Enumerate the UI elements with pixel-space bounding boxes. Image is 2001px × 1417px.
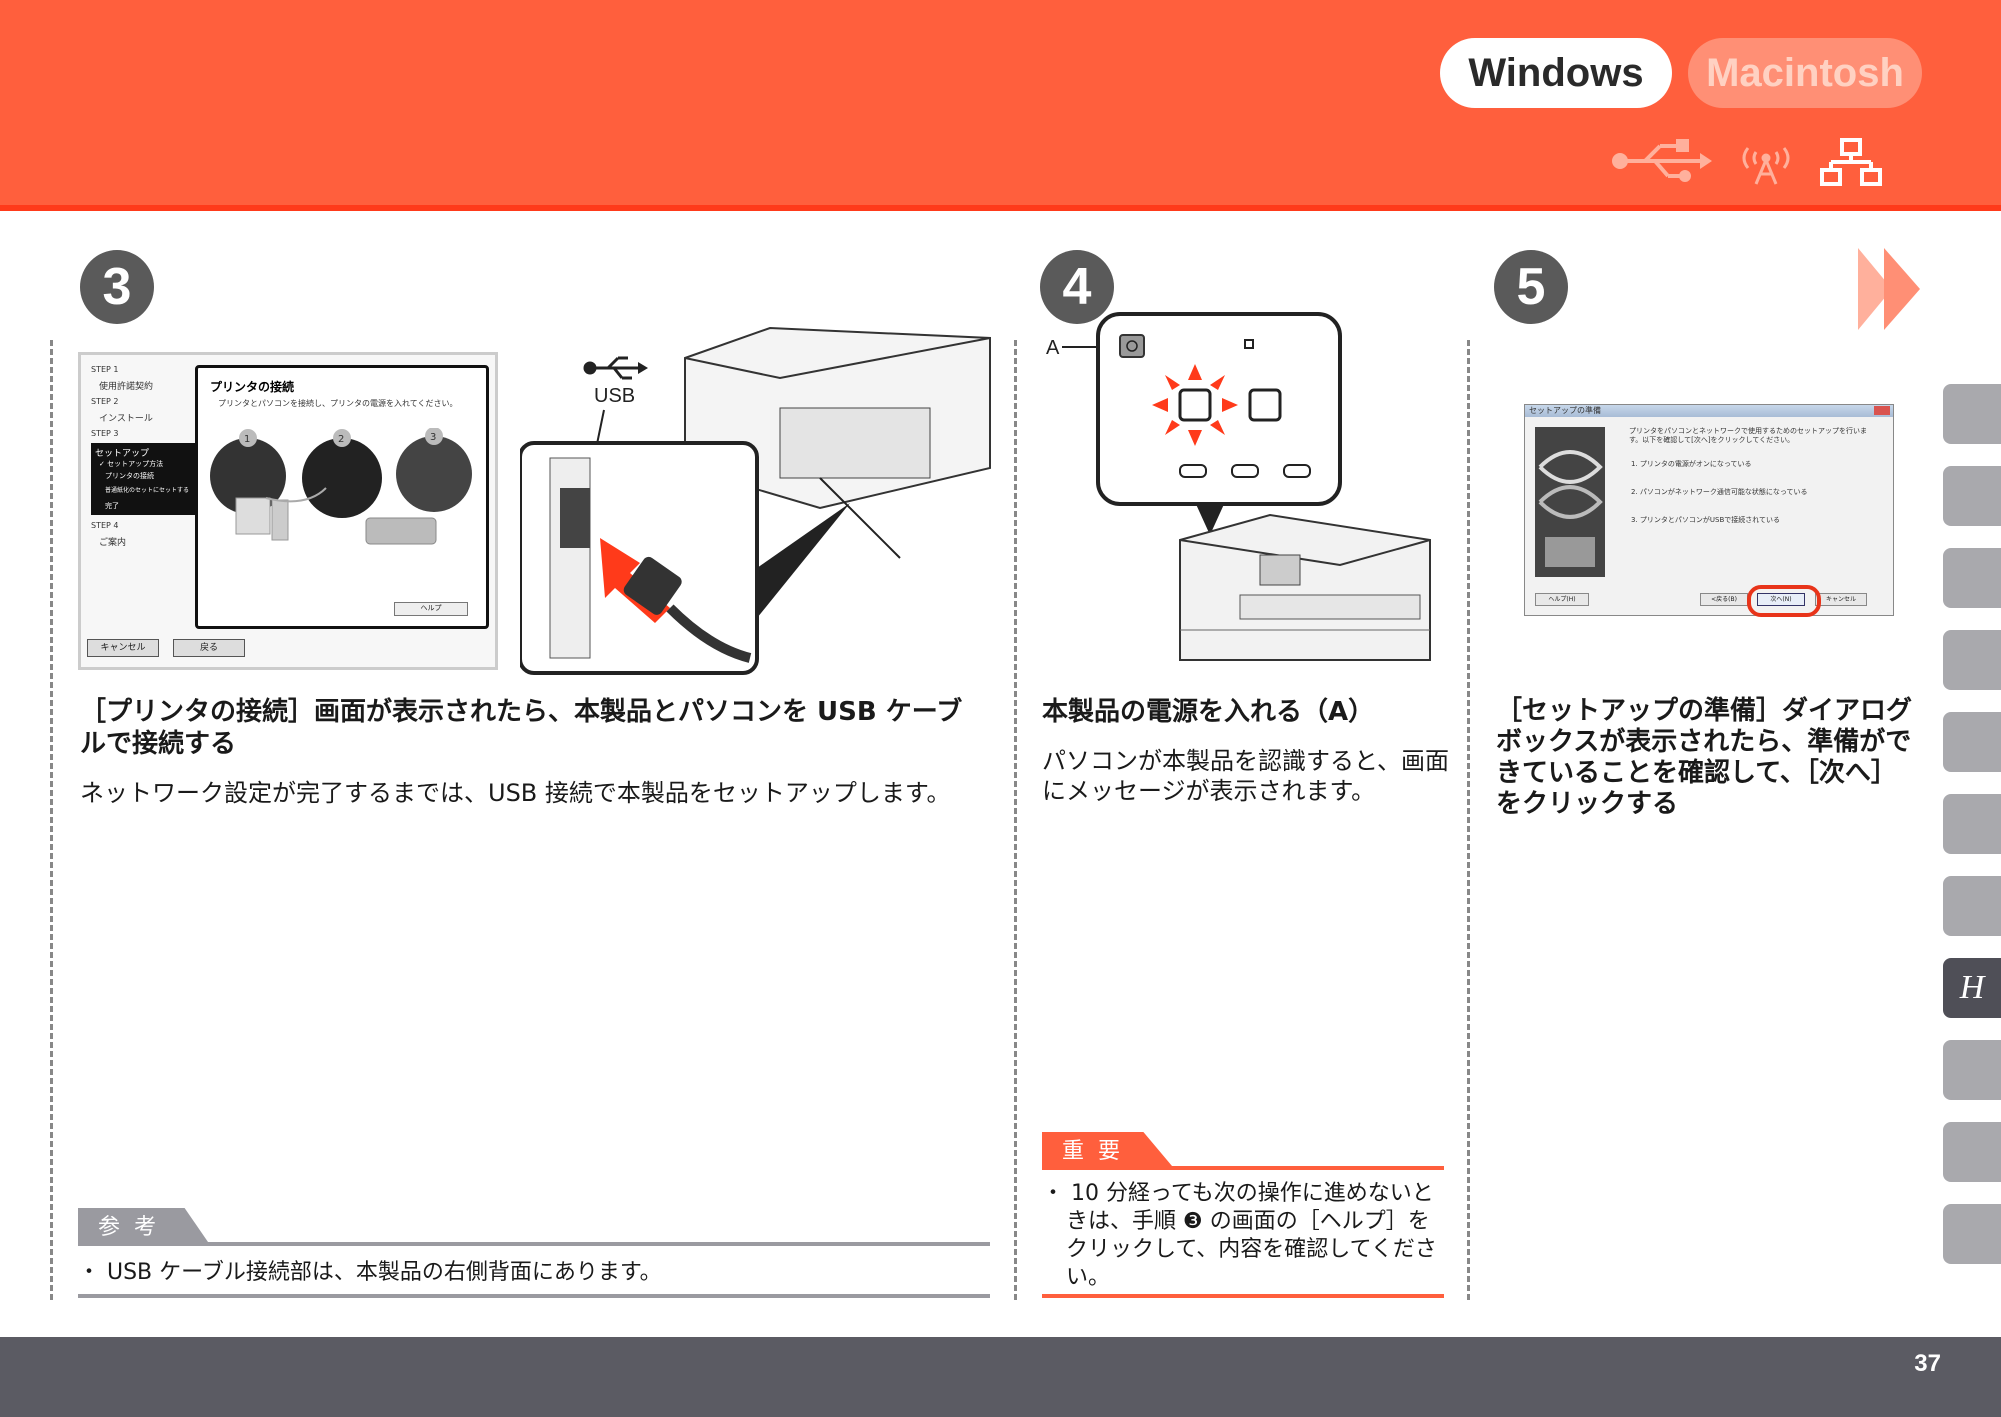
dialog-decorative-image	[1535, 427, 1605, 577]
dialog-item-1: 1. プリンタの電源がオンになっている	[1631, 460, 1752, 468]
side-tab-7[interactable]	[1943, 876, 2001, 936]
sidebar-printer-connection: プリンタの接続	[105, 472, 154, 480]
sidebar-done: 完了	[105, 502, 119, 510]
side-tab-9[interactable]	[1943, 1040, 2001, 1100]
power-button-icon	[1119, 334, 1145, 358]
dialog-cancel-button[interactable]: キャンセル	[1815, 593, 1867, 606]
important-top-line	[1042, 1166, 1444, 1170]
usb-connection-illustration: USB	[520, 326, 991, 675]
step-3-heading: ［プリンタの接続］画面が表示されたら、本製品とパソコンを USB ケーブルで接続…	[80, 697, 963, 759]
dialog-next-button[interactable]: 次へ(N)	[1757, 593, 1805, 606]
setup-preparation-dialog: セットアップの準備 プリンタをパソコンとネットワークで使用するためのセットアップ…	[1524, 404, 1894, 617]
side-tab-10[interactable]	[1943, 1122, 2001, 1182]
sidebar-install: インストール	[99, 414, 153, 424]
printer-connection-panel: プリンタの接続 プリンタとパソコンを接続し、プリンタの電源を入れてください。 1…	[195, 365, 489, 629]
side-tab-1[interactable]	[1943, 384, 2001, 444]
side-tab-2[interactable]	[1943, 466, 2001, 526]
connection-steps-illustration: 1 2 3	[210, 428, 472, 545]
dialog-titlebar: セットアップの準備	[1525, 405, 1893, 417]
important-label: 重要	[1042, 1132, 1172, 1166]
circle-label-2: 2	[338, 434, 344, 445]
dialog-item-2: 2. パソコンがネットワーク通信可能な状態になっている	[1631, 488, 1808, 496]
usb-symbol-icon	[583, 356, 648, 380]
step-3-number: 3	[80, 250, 154, 324]
sidebar-network-setup: 普通紙化のセットにセットする	[105, 487, 190, 494]
header-bar	[0, 0, 2001, 205]
sidebar-active-block: セットアップ ✓ セットアップ方法 プリンタの接続 普通紙化のセットにセットする…	[91, 443, 197, 515]
note-label: 参考	[78, 1208, 208, 1242]
separator-3-4	[1014, 340, 1017, 1300]
side-tab-6[interactable]	[1943, 794, 2001, 854]
side-tab-11[interactable]	[1943, 1204, 2001, 1264]
windows-tab[interactable]: Windows	[1440, 38, 1672, 108]
step-4-number: 4	[1040, 250, 1114, 324]
usb-label: USB	[594, 385, 635, 407]
page-number: 37	[1914, 1350, 1941, 1377]
dialog-title: セットアップの準備	[1529, 406, 1601, 415]
panel-title: プリンタの接続	[210, 380, 295, 394]
separator-4-5	[1467, 340, 1470, 1300]
close-icon[interactable]	[1874, 406, 1890, 415]
circle-label-1: 1	[244, 434, 250, 445]
left-separator	[50, 340, 53, 1300]
side-tab-4[interactable]	[1943, 630, 2001, 690]
next-page-arrows-icon[interactable]	[1858, 248, 1954, 330]
next-button-highlight	[1747, 585, 1821, 617]
wireless-icon	[1742, 147, 1790, 185]
side-tab-5[interactable]	[1943, 712, 2001, 772]
dialog-help-button[interactable]: ヘルプ(H)	[1535, 593, 1589, 606]
step-4-body: パソコンが本製品を認識すると、画面にメッセージが表示されます。	[1042, 747, 1450, 805]
power-on-illustration: A	[1046, 312, 1431, 661]
circle-label-3: 3	[430, 432, 436, 443]
blinking-light-icon	[1152, 364, 1238, 446]
back-button[interactable]: 戻る	[173, 639, 245, 657]
side-tab-3[interactable]	[1943, 548, 2001, 608]
sidebar-license: 使用許諾契約	[99, 382, 154, 392]
step-5-number: 5	[1494, 250, 1568, 324]
important-bottom-line	[1042, 1294, 1444, 1298]
sidebar-step4: STEP 4	[91, 521, 119, 530]
cancel-button[interactable]: キャンセル	[87, 639, 159, 657]
sidebar-guide: ご案内	[99, 538, 127, 548]
dialog-intro: プリンタをパソコンとネットワークで使用するためのセットアップを行います。以下を確…	[1629, 427, 1867, 444]
help-button[interactable]: ヘルプ	[394, 602, 468, 616]
sidebar-step3: STEP 3	[91, 429, 119, 438]
step-3-body: ネットワーク設定が完了するまでは、USB 接続で本製品をセットアップします。	[80, 779, 951, 807]
dialog-item-3: 3. プリンタとパソコンがUSBで接続されている	[1631, 516, 1781, 524]
note-top-line	[78, 1242, 990, 1246]
dialog-back-button[interactable]: <戻る(B)	[1700, 593, 1748, 606]
sidebar-step1: STEP 1	[91, 365, 119, 374]
macintosh-tab[interactable]: Macintosh	[1688, 38, 1922, 108]
panel-text: プリンタとパソコンを接続し、プリンタの電源を入れてください。	[218, 399, 458, 408]
note-bottom-line	[78, 1294, 990, 1298]
footer-bar	[0, 1337, 2001, 1417]
step-4-heading: 本製品の電源を入れる（A）	[1042, 697, 1375, 727]
important-text: ・ 10 分経っても次の操作に進めないときは、手順 ❸ の画面の［ヘルプ］をクリ…	[1042, 1181, 1437, 1290]
sidebar-setup-method: ✓ セットアップ方法	[99, 460, 164, 468]
label-a: A	[1046, 337, 1060, 359]
connection-icons	[1610, 138, 1900, 192]
note-text: ・ USB ケーブル接続部は、本製品の右側背面にあります。	[78, 1260, 662, 1285]
wired-lan-icon	[1820, 138, 1882, 186]
usb-icon	[1612, 139, 1712, 182]
sidebar-step2: STEP 2	[91, 397, 119, 406]
header-underline	[0, 205, 2001, 211]
printer-connection-screenshot: STEP 1 使用許諾契約 STEP 2 インストール STEP 3 セットアッ…	[78, 352, 498, 670]
sidebar-setup: セットアップ	[95, 449, 150, 459]
step-5-heading: ［セットアップの準備］ダイアログボックスが表示されたら、準備ができていることを確…	[1496, 696, 1913, 819]
side-tab-active[interactable]: H	[1943, 958, 2001, 1018]
